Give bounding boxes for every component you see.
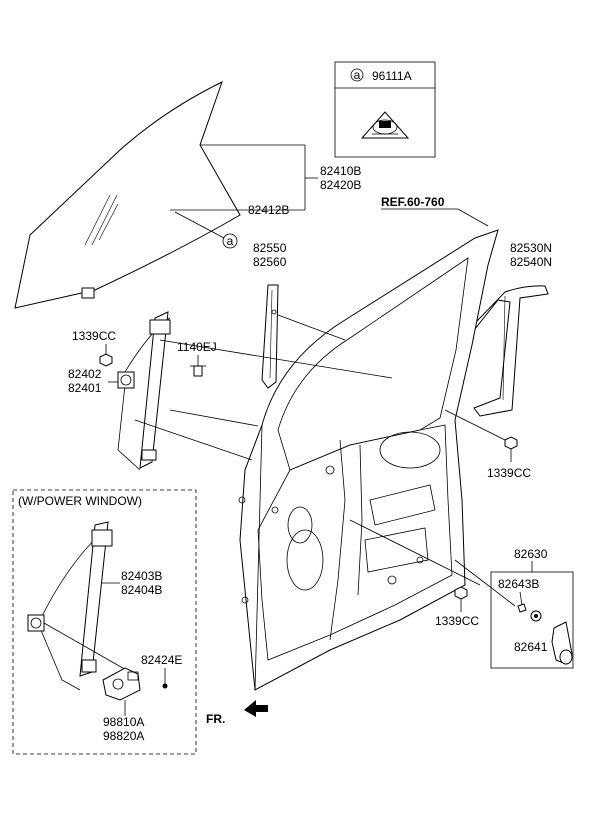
- power-window-regulator: [27, 521, 136, 691]
- label-82402: 82402: [68, 367, 102, 381]
- label-82420b: 82420B: [320, 178, 361, 192]
- label-1140ej: 1140EJ: [177, 340, 217, 354]
- nut-1339cc-right: [504, 436, 518, 450]
- power-window-motor: [102, 667, 141, 701]
- label-fr: FR.: [206, 712, 225, 726]
- legend-ref-mark: a: [354, 68, 361, 82]
- label-82630: 82630: [514, 547, 548, 561]
- label-82410b: 82410B: [320, 164, 361, 178]
- legend-box-96111a: a 96111A: [334, 61, 436, 158]
- ref-label: REF.60-760: [381, 195, 445, 209]
- window-regulator: [117, 311, 171, 471]
- label-82550: 82550: [253, 241, 287, 255]
- label-power-window: (W/POWER WINDOW): [18, 494, 142, 508]
- part-box-82630: [490, 571, 574, 669]
- clip-82643b: [517, 603, 527, 613]
- label-82643b: 82643B: [498, 577, 539, 591]
- ref-mark-a: a: [227, 234, 234, 248]
- front-door-assembly: [238, 229, 499, 691]
- label-82412b: 82412B: [248, 203, 289, 217]
- handle-82641: [551, 621, 573, 665]
- label-1339cc-right: 1339CC: [487, 466, 531, 480]
- label-82641: 82641: [514, 640, 548, 654]
- bolt-82424e: [162, 683, 168, 689]
- front-direction-arrow-icon: [244, 700, 268, 717]
- washer-82641: [530, 610, 542, 622]
- label-82401: 82401: [68, 381, 102, 395]
- label-96111a: 96111A: [372, 69, 412, 83]
- bolt-1140ej: [190, 365, 206, 377]
- rear-channel-part: [261, 284, 279, 389]
- label-82403b: 82403B: [121, 569, 162, 583]
- power-window-box: [12, 489, 197, 755]
- label-98810a: 98810A: [103, 715, 144, 729]
- label-1339cc-left: 1339CC: [72, 329, 116, 343]
- label-82530n: 82530N: [510, 241, 552, 255]
- label-1339cc-bottom: 1339CC: [435, 614, 479, 628]
- label-82404b: 82404B: [121, 583, 162, 597]
- label-82424e: 82424E: [141, 653, 182, 667]
- label-98820a: 98820A: [103, 729, 144, 743]
- label-82560: 82560: [253, 255, 287, 269]
- nut-1339cc-bottom: [454, 586, 468, 600]
- caution-label-icon: [360, 111, 410, 139]
- door-glass: [14, 81, 241, 309]
- label-82540n: 82540N: [510, 255, 552, 269]
- door-weatherstrip: [419, 285, 549, 417]
- nut-1339cc-left: [99, 353, 113, 367]
